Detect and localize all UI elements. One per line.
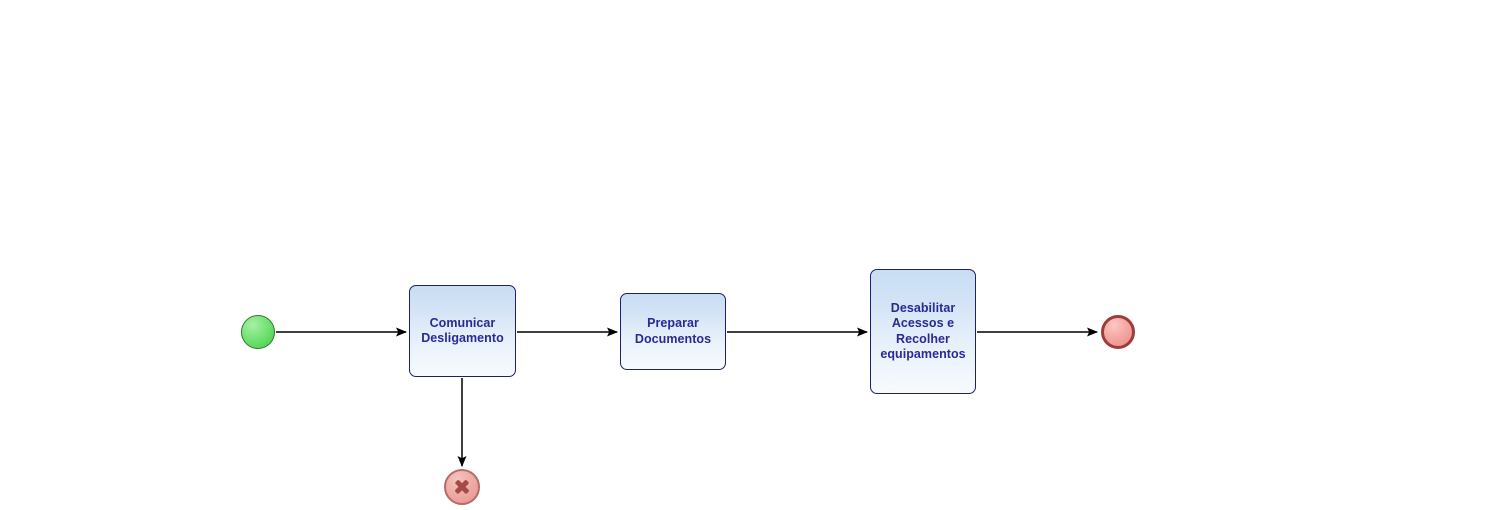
task-desabilitar-acessos[interactable]: Desabilitar Acessos e Recolher equipamen… — [870, 269, 976, 394]
task-preparar-documentos[interactable]: Preparar Documentos — [620, 293, 726, 370]
task-label: Comunicar Desligamento — [421, 315, 504, 346]
task-comunicar-desligamento[interactable]: Comunicar Desligamento — [409, 285, 516, 377]
start-event[interactable] — [241, 315, 275, 349]
end-event[interactable] — [1101, 315, 1135, 349]
cancel-cross-icon — [453, 478, 471, 496]
task-label: Preparar Documentos — [634, 316, 712, 346]
task-label: Desabilitar Acessos e Recolher equipamen… — [880, 300, 966, 362]
cancel-end-event[interactable] — [444, 469, 480, 505]
